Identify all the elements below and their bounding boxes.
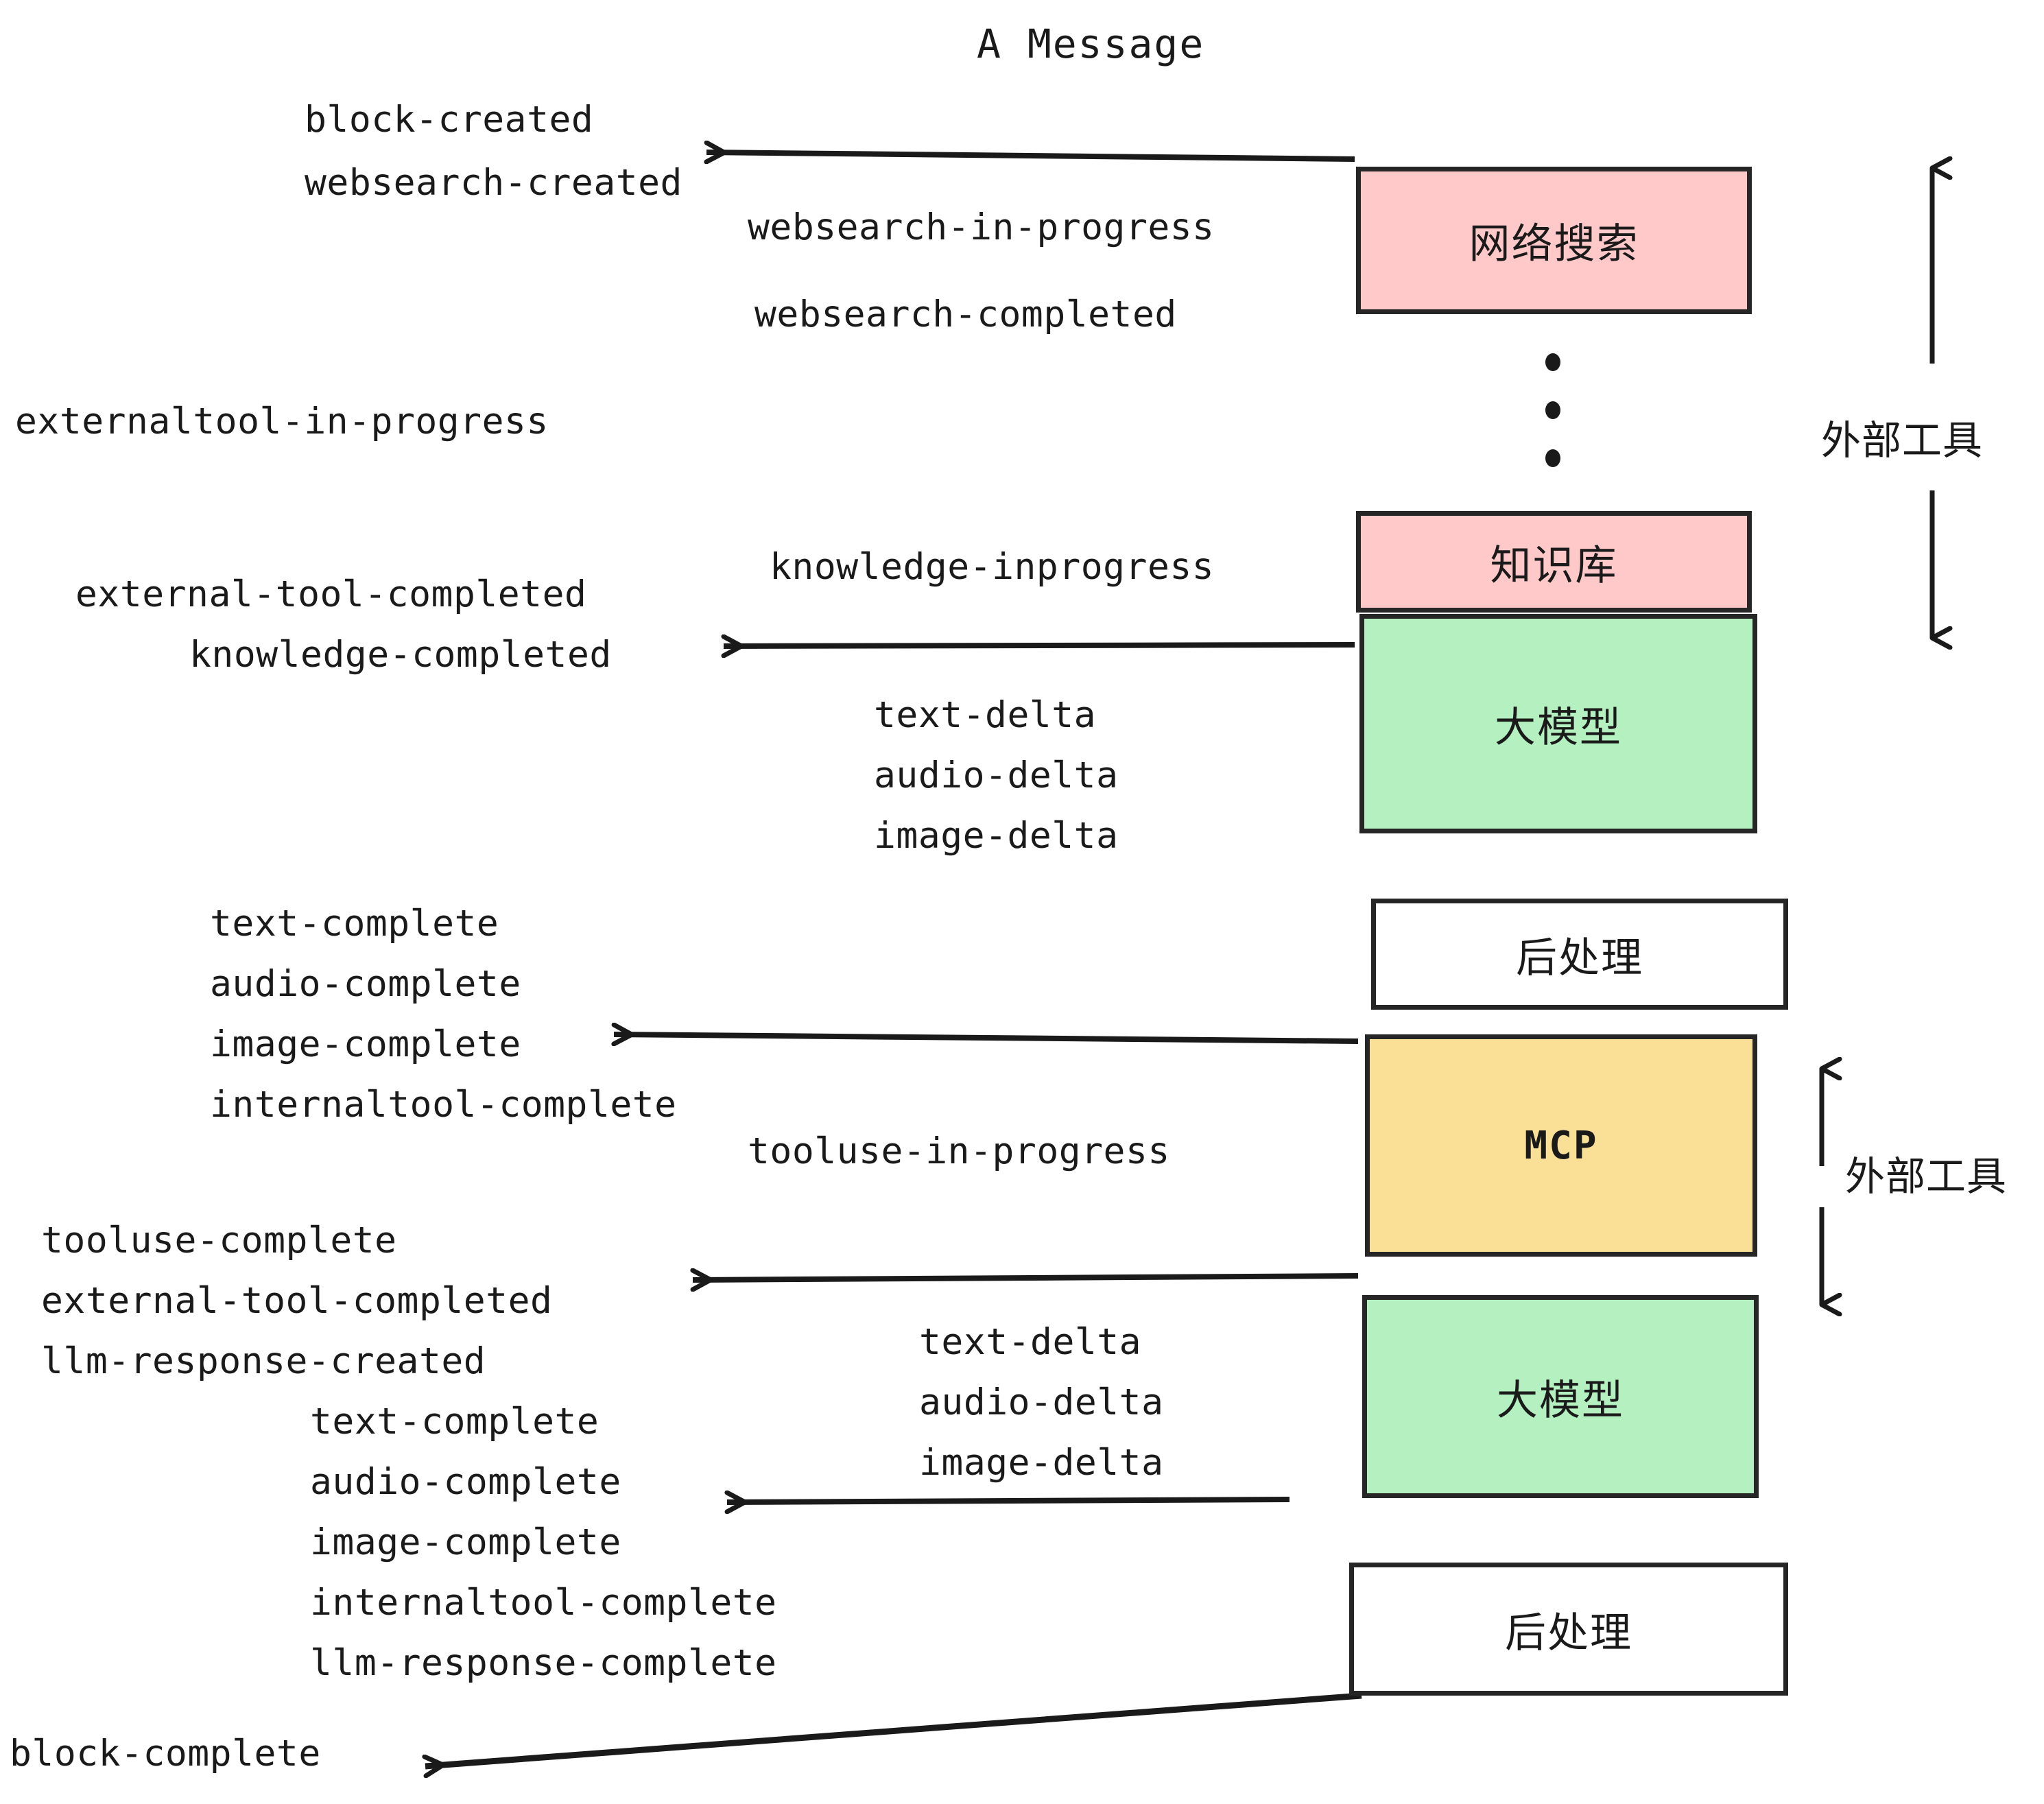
event-label-audio-delta-2: audio-delta — [919, 1381, 1164, 1423]
box-llm-2-label: 大模型 — [1497, 1376, 1624, 1425]
event-label-image-complete-2: image-complete — [310, 1521, 621, 1563]
box-websearch-label: 网络搜索 — [1469, 220, 1639, 268]
arrow-websearch-to-blockcreated — [706, 152, 1355, 159]
event-label-knowledge-completed: knowledge-completed — [189, 634, 612, 676]
box-knowledge-label: 知识库 — [1490, 541, 1618, 590]
event-label-internaltool-complete-2: internaltool-complete — [310, 1582, 777, 1624]
event-label-tooluse-complete: tooluse-complete — [41, 1220, 397, 1261]
ellipsis-dot — [1545, 401, 1560, 419]
arrow-mcp-to-toolusecomplete — [693, 1276, 1359, 1280]
box-postprocess-1-label: 后处理 — [1516, 934, 1643, 982]
event-label-block-created: block-created — [305, 99, 594, 141]
event-label-websearch-created: websearch-created — [305, 162, 682, 204]
event-label-externaltool-in-progress: externaltool-in-progress — [15, 401, 549, 442]
event-label-llm-response-complete: llm-response-complete — [310, 1642, 777, 1684]
arrow-knowledge-to-completed — [724, 645, 1355, 646]
box-postprocess-2[interactable]: 后处理 — [1349, 1563, 1788, 1696]
box-knowledge[interactable]: 知识库 — [1356, 511, 1752, 613]
event-label-external-tool-completed-2: external-tool-completed — [41, 1280, 553, 1322]
page-title: A Message — [977, 21, 1205, 67]
ellipsis-dot — [1545, 449, 1560, 467]
event-label-text-complete-2: text-complete — [310, 1401, 599, 1443]
event-label-internaltool-complete-1: internaltool-complete — [210, 1084, 677, 1126]
box-llm-2[interactable]: 大模型 — [1362, 1295, 1759, 1498]
box-websearch[interactable]: 网络搜索 — [1356, 167, 1752, 314]
external-tools-label-bottom: 外部工具 — [1845, 1153, 2008, 1200]
box-postprocess-1[interactable]: 后处理 — [1371, 899, 1788, 1010]
arrow-llm2-to-audiocomplete — [727, 1499, 1290, 1502]
event-label-block-complete: block-complete — [10, 1733, 321, 1775]
event-label-image-delta-2: image-delta — [919, 1442, 1164, 1484]
event-label-websearch-in-progress: websearch-in-progress — [748, 206, 1215, 248]
event-label-text-complete-1: text-complete — [210, 903, 499, 945]
box-llm-1[interactable]: 大模型 — [1359, 614, 1757, 833]
arrow-postprocess2-to-blockcomplete — [425, 1692, 1362, 1766]
external-tools-label-top: 外部工具 — [1821, 417, 1984, 464]
arrow-postprocess1-to-imagecomplete — [614, 1034, 1359, 1041]
box-mcp-label: MCP — [1524, 1123, 1598, 1168]
event-label-knowledge-inprogress: knowledge-inprogress — [770, 546, 1215, 588]
event-label-audio-delta-1: audio-delta — [874, 755, 1119, 796]
event-label-external-tool-completed-1: external-tool-completed — [75, 573, 587, 615]
event-label-llm-response-created: llm-response-created — [41, 1340, 486, 1382]
event-label-text-delta-1: text-delta — [874, 694, 1097, 736]
box-postprocess-2-label: 后处理 — [1505, 1609, 1632, 1657]
event-label-image-delta-1: image-delta — [874, 815, 1119, 857]
event-label-audio-complete-2: audio-complete — [310, 1461, 621, 1503]
box-mcp[interactable]: MCP — [1365, 1034, 1757, 1257]
event-label-tooluse-in-progress: tooluse-in-progress — [748, 1130, 1170, 1172]
event-label-image-complete-1: image-complete — [210, 1023, 521, 1065]
box-llm-1-label: 大模型 — [1495, 703, 1622, 752]
event-label-text-delta-2: text-delta — [919, 1321, 1142, 1363]
event-label-audio-complete-1: audio-complete — [210, 963, 521, 1005]
ellipsis-dot — [1545, 353, 1560, 371]
event-label-websearch-completed: websearch-completed — [754, 294, 1177, 335]
